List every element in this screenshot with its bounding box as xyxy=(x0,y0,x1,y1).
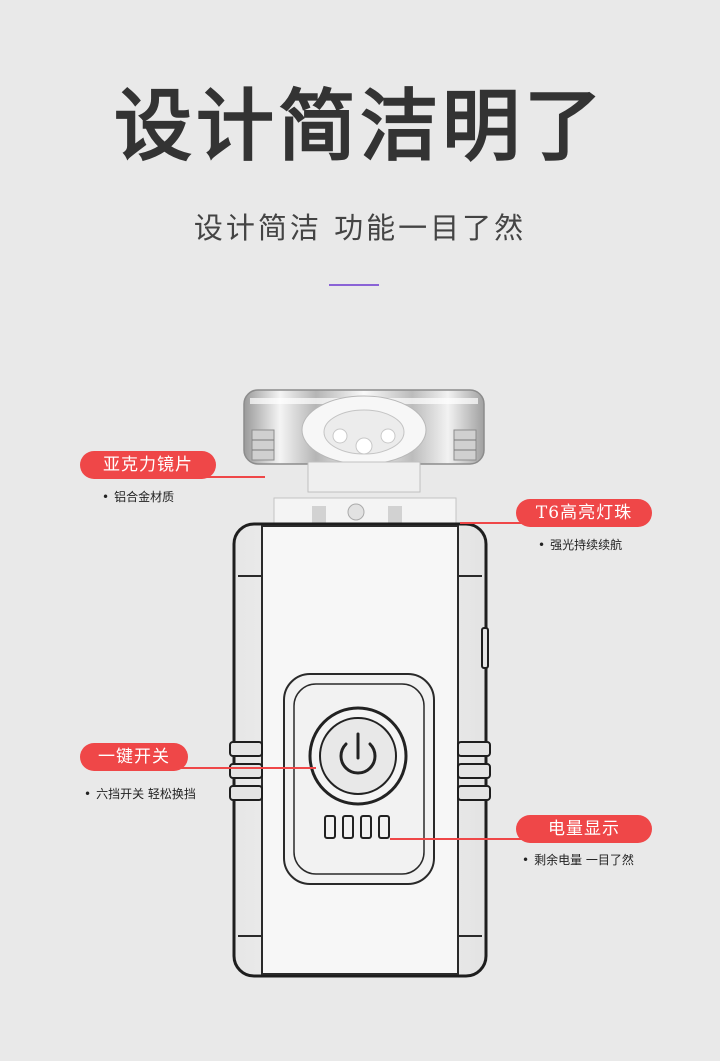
switch-label: 一键开关 xyxy=(80,743,188,771)
lens-note-text: 铝合金材质 xyxy=(114,490,175,504)
lens-head xyxy=(243,389,485,493)
led-label: T6高亮灯珠 xyxy=(516,499,652,527)
battery-label: 电量显示 xyxy=(516,815,652,843)
led-leader-line xyxy=(460,522,530,524)
lens-leader-line xyxy=(205,476,265,478)
battery-note-text: 剩余电量 一目了然 xyxy=(534,853,634,867)
battery-leader-line xyxy=(390,838,530,840)
switch-note: •六挡开关 轻松换挡 xyxy=(84,787,196,801)
battery-level-icon xyxy=(324,815,390,839)
power-icon xyxy=(339,732,377,775)
led-mount xyxy=(273,497,457,527)
switch-leader-line xyxy=(176,767,316,769)
battery-note: •剩余电量 一目了然 xyxy=(522,853,634,867)
lens-note: •铝合金材质 xyxy=(102,490,175,504)
power-button[interactable] xyxy=(308,706,408,806)
lens-label: 亚克力镜片 xyxy=(80,451,216,479)
title-divider xyxy=(329,284,379,286)
led-note: •强光持续续航 xyxy=(538,538,623,552)
page-subtitle: 设计简洁 功能一目了然 xyxy=(193,211,527,245)
page-title: 设计简洁明了 xyxy=(113,82,606,172)
switch-note-text: 六挡开关 轻松换挡 xyxy=(96,787,196,801)
led-note-text: 强光持续续航 xyxy=(550,538,623,552)
